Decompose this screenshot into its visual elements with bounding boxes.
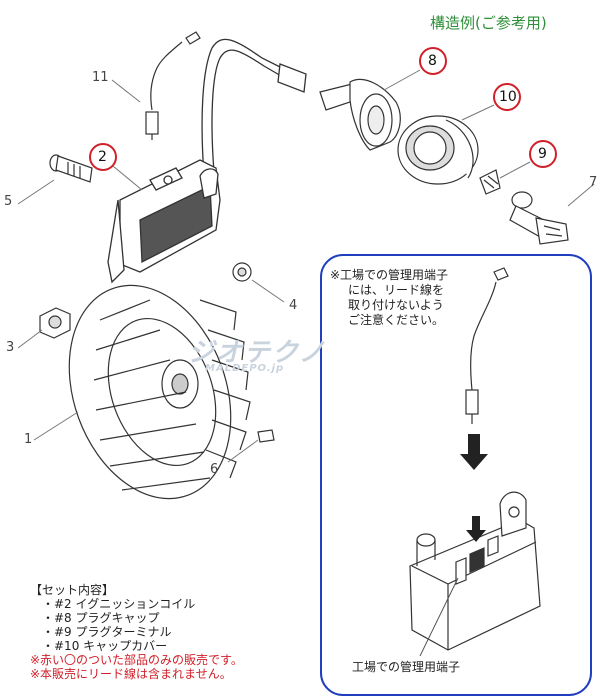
inset-note-line: 取り付けないよう xyxy=(348,298,444,312)
leader-11 xyxy=(111,79,141,103)
leader-7 xyxy=(567,183,595,207)
inset-frame xyxy=(320,254,592,696)
inset-lead-wire xyxy=(465,267,509,424)
part-number-8: 8 xyxy=(428,53,437,69)
part-number-9: 9 xyxy=(538,146,547,162)
washer-nut-part xyxy=(39,307,71,339)
callout-10 xyxy=(493,83,521,111)
cap-cover-part xyxy=(397,115,479,185)
flywheel-part xyxy=(68,284,251,500)
part-number-5: 5 xyxy=(4,194,13,209)
set-item: ・#2 イグニッションコイル xyxy=(42,597,196,611)
leader-2 xyxy=(112,165,143,191)
watermark-sub: MALDEPO.jp xyxy=(205,363,285,374)
set-contents: 【セット内容】 ・#2 イグニッションコイル ・#8 プラグキャップ ・#9 プ… xyxy=(30,583,243,681)
part-number-4: 4 xyxy=(289,298,298,313)
part-number-10: 10 xyxy=(499,89,517,105)
key-part xyxy=(257,429,275,443)
inset-note-line: ※工場での管理用端子 xyxy=(330,268,449,282)
part-number-2: 2 xyxy=(98,149,107,165)
leader-8 xyxy=(383,69,421,91)
inset-note-line: ご注意ください。 xyxy=(348,313,445,327)
spark-plug-part xyxy=(509,191,569,245)
callout-8 xyxy=(419,47,447,75)
terminal-leader xyxy=(419,577,459,657)
part-number-7: 7 xyxy=(589,175,598,190)
set-item: ・#10 キャップカバー xyxy=(42,639,168,653)
page-title: 構造例(ご参考用) xyxy=(430,14,547,32)
leader-5 xyxy=(17,179,55,205)
leader-9 xyxy=(499,161,531,179)
inset-coil xyxy=(409,491,541,651)
plug-cap-part xyxy=(319,78,401,151)
part-number-3: 3 xyxy=(6,340,15,355)
set-note: ※赤い〇のついた部品のみの販売です。 xyxy=(30,653,243,667)
part-number-11: 11 xyxy=(92,70,109,85)
lead-wire-part xyxy=(145,31,201,140)
leader-6 xyxy=(227,439,259,463)
set-item: ・#9 プラグターミナル xyxy=(42,625,172,639)
leader-3 xyxy=(17,329,43,349)
part-number-6: 6 xyxy=(210,462,219,477)
leader-4 xyxy=(251,279,285,303)
ignition-coil-part xyxy=(107,38,307,284)
callout-9 xyxy=(529,140,557,168)
leader-10 xyxy=(461,104,495,121)
set-note: ※本販売にリード線は含まれません。 xyxy=(30,667,232,681)
down-arrow-icon xyxy=(460,434,488,470)
plug-terminal-part xyxy=(479,169,501,195)
callout-2 xyxy=(89,143,117,171)
small-arrow-icon xyxy=(466,516,486,542)
set-heading: 【セット内容】 xyxy=(30,583,115,597)
set-item: ・#8 プラグキャップ xyxy=(42,611,160,625)
watermark-logo: ジオテクノ xyxy=(188,338,327,368)
leader-1 xyxy=(33,411,79,441)
inset-note: ※工場での管理用端子 には、リード線を 取り付けないよう ご注意ください。 xyxy=(330,268,448,328)
nut-part xyxy=(232,262,252,282)
terminal-label: 工場での管理用端子 xyxy=(352,660,461,674)
inset-note-line: には、リード線を xyxy=(348,283,445,297)
part-number-1: 1 xyxy=(24,432,33,447)
bolt-part xyxy=(49,154,93,183)
